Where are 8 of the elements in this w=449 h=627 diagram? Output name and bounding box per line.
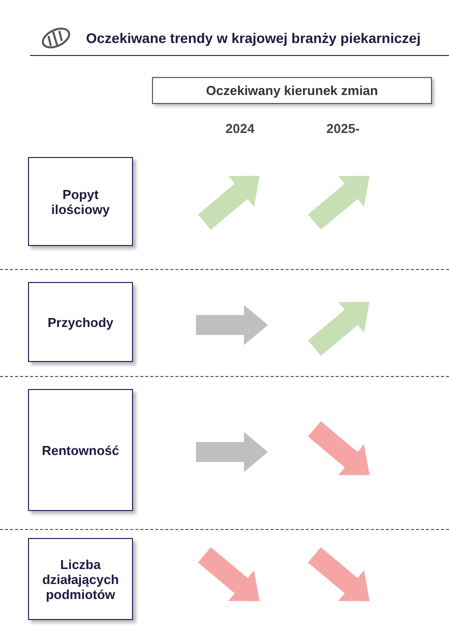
column-header-box: Oczekiwany kierunek zmian — [152, 77, 432, 104]
year-label: 2025- — [326, 121, 360, 136]
category-box: Przychody — [28, 282, 133, 362]
category-box: Liczba działających podmiotów — [28, 538, 133, 620]
category-box: Popyt ilościowy — [28, 157, 133, 246]
category-box: Rentowność — [28, 389, 133, 511]
year-label: 2024 — [226, 121, 254, 136]
title: Oczekiwane trendy w krajowej branży piekarniczej — [86, 30, 421, 46]
